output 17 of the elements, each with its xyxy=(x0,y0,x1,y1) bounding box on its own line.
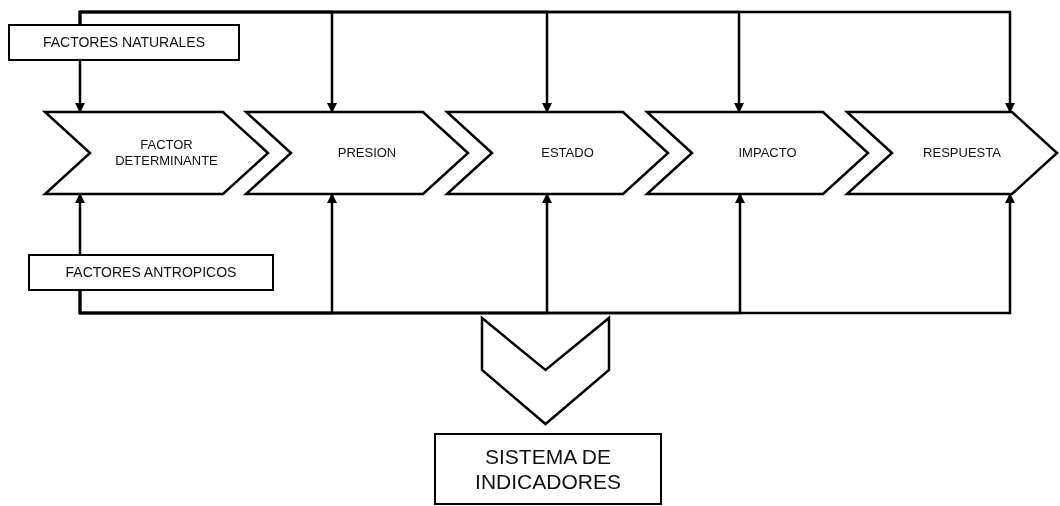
step-label: PRESION xyxy=(336,145,398,161)
step-label: FACTOR DETERMINANTE xyxy=(114,137,219,169)
chevron-step xyxy=(246,112,468,194)
step-label: RESPUESTA xyxy=(922,145,1002,161)
label-box: FACTORES ANTROPICOS xyxy=(28,254,274,291)
arrow xyxy=(75,61,85,113)
chevron-step xyxy=(647,112,868,194)
step-label: ESTADO xyxy=(540,145,595,161)
chevron-down-shape xyxy=(482,318,609,424)
chevron-step xyxy=(447,112,668,194)
arrow xyxy=(78,10,1015,113)
chevron-step xyxy=(847,112,1057,194)
step-label: IMPACTO xyxy=(737,145,798,161)
label-box: SISTEMA DE INDICADORES xyxy=(434,433,662,505)
arrow xyxy=(78,193,1015,315)
chevron-step xyxy=(45,112,268,194)
label-box: FACTORES NATURALES xyxy=(8,24,240,61)
